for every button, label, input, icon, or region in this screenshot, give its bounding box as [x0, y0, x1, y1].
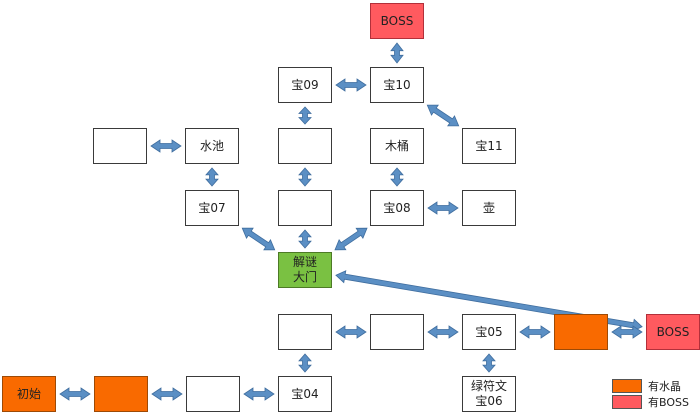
- arrow-blank-mid-lower-to-gate: [298, 229, 312, 249]
- arrow-crystal-left-to-blank-bottom: [151, 387, 183, 401]
- arrow-blank-mid-upper-to-blank-mid-lower: [298, 167, 312, 187]
- arrow-t10-to-t11: [426, 104, 460, 127]
- node-t10: 宝10: [370, 67, 424, 103]
- node-crystal-left: [94, 376, 148, 412]
- arrow-blank-left-to-pool: [150, 139, 182, 153]
- arrow-t08-to-gate: [334, 227, 368, 251]
- arrow-t07-to-gate: [241, 227, 276, 251]
- arrow-pool-to-t07: [205, 167, 219, 187]
- node-crystal-right: [554, 314, 608, 350]
- node-t08: 宝08: [370, 190, 424, 226]
- node-gate: 解谜 大门: [278, 252, 332, 288]
- arrow-blank-bottom-to-t04: [243, 387, 275, 401]
- node-start: 初始: [2, 376, 56, 412]
- node-pot: 壶: [462, 190, 516, 226]
- arrow-barrel-to-t08: [390, 167, 404, 187]
- legend-label: 有BOSS: [648, 396, 689, 409]
- arrow-blank-row1-a-to-blank-row1-b: [335, 325, 367, 339]
- arrow-blank-row1-a-to-t04: [298, 353, 312, 373]
- node-pool: 水池: [185, 128, 239, 164]
- arrow-t08-to-pot: [427, 201, 459, 215]
- arrow-t09-to-blank-mid-upper: [298, 106, 312, 125]
- node-blank-mid-lower: [278, 190, 332, 226]
- node-blank-mid-upper: [278, 128, 332, 164]
- node-blank-left: [93, 128, 147, 164]
- node-t11: 宝11: [462, 128, 516, 164]
- node-boss-right: BOSS: [646, 314, 700, 350]
- node-t05: 宝05: [462, 314, 516, 350]
- legend-item-orange: 有水晶: [612, 378, 681, 394]
- arrow-t05-to-crystal-right: [519, 325, 551, 339]
- arrow-t09-to-t10: [335, 78, 367, 92]
- legend-label: 有水晶: [648, 380, 681, 393]
- node-boss-top: BOSS: [370, 3, 424, 39]
- node-blank-row1-a: [278, 314, 332, 350]
- node-barrel: 木桶: [370, 128, 424, 164]
- arrow-t05-to-t06: [482, 353, 496, 373]
- legend-swatch: [612, 395, 642, 409]
- legend-item-red: 有BOSS: [612, 394, 689, 410]
- node-blank-bottom: [186, 376, 240, 412]
- arrow-start-to-crystal-left: [59, 387, 91, 401]
- arrow-blank-row1-b-to-t05: [427, 325, 459, 339]
- node-t07: 宝07: [185, 190, 239, 226]
- arrow-crystal-right-to-boss-right: [611, 325, 643, 339]
- node-t09: 宝09: [278, 67, 332, 103]
- node-blank-row1-b: [370, 314, 424, 350]
- arrow-boss-top-to-t10: [390, 42, 404, 64]
- legend-swatch: [612, 379, 642, 393]
- node-t04: 宝04: [278, 376, 332, 412]
- node-t06: 绿符文 宝06: [462, 376, 516, 412]
